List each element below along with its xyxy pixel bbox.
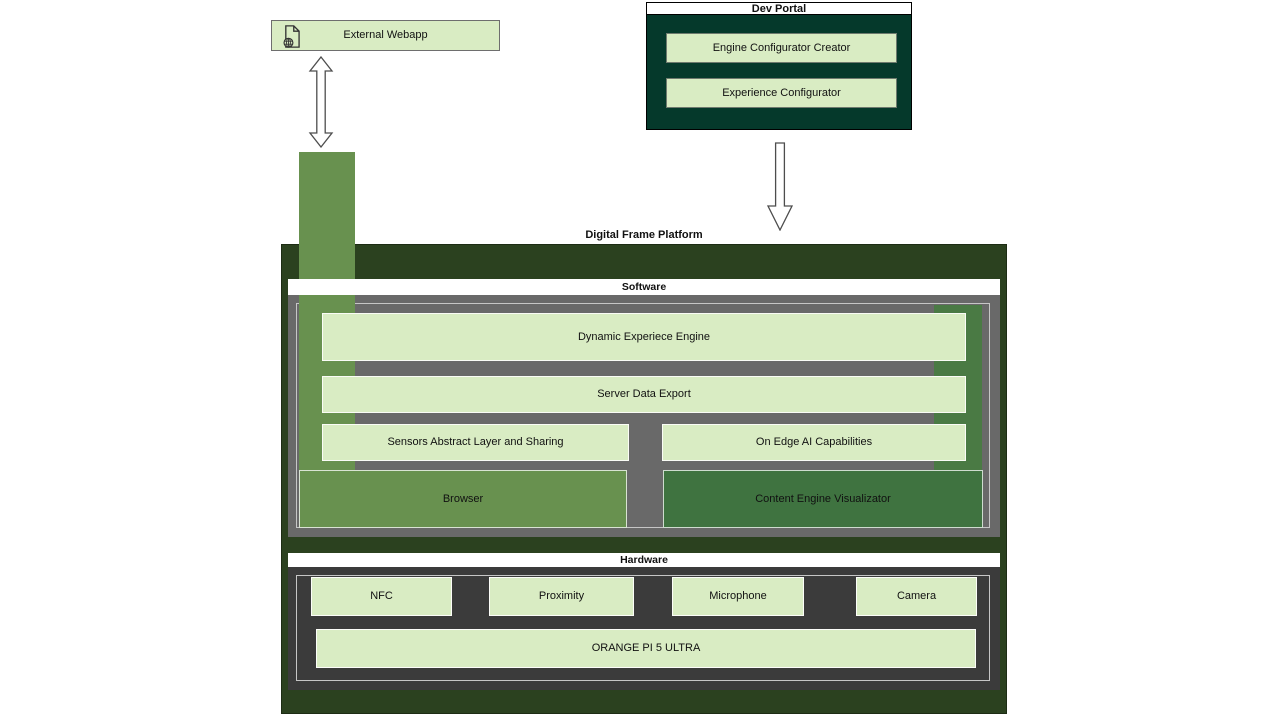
engine-configurator-creator-label: Engine Configurator Creator xyxy=(712,41,851,54)
engine-configurator-creator-node: Engine Configurator Creator xyxy=(666,33,897,63)
experience-configurator-node: Experience Configurator xyxy=(666,78,897,108)
down-arrow-icon xyxy=(767,142,793,231)
hardware-section-title: Hardware xyxy=(620,554,668,566)
external-webapp-label: External Webapp xyxy=(343,29,428,42)
orange-pi-board-node: ORANGE PI 5 ULTRA xyxy=(316,629,976,668)
experience-configurator-label: Experience Configurator xyxy=(722,86,841,99)
software-section-title: Software xyxy=(621,281,667,293)
dev-portal-node: Dev Portal Engine Configurator Creator E… xyxy=(646,2,912,130)
platform-title: Digital Frame Platform xyxy=(585,229,703,241)
bidirectional-vertical-arrow-icon xyxy=(308,56,334,148)
nfc-label: NFC xyxy=(370,590,393,603)
browser-node: Browser xyxy=(299,470,627,528)
hardware-section-header: Hardware xyxy=(288,553,1000,567)
sensors-abstract-layer-label: Sensors Abstract Layer and Sharing xyxy=(387,436,564,449)
server-data-export-label: Server Data Export xyxy=(597,388,691,401)
nfc-node: NFC xyxy=(311,577,452,616)
content-engine-visualizator-label: Content Engine Visualizator xyxy=(755,492,891,505)
camera-node: Camera xyxy=(856,577,977,616)
dev-portal-body: Engine Configurator Creator Experience C… xyxy=(646,15,912,130)
proximity-label: Proximity xyxy=(538,590,585,603)
on-edge-ai-capabilities-node: On Edge AI Capabilities xyxy=(662,424,966,461)
proximity-node: Proximity xyxy=(489,577,634,616)
on-edge-ai-capabilities-label: On Edge AI Capabilities xyxy=(755,436,873,449)
microphone-label: Microphone xyxy=(709,590,767,603)
orange-pi-board-label: ORANGE PI 5 ULTRA xyxy=(591,642,701,655)
dynamic-experience-engine-node: Dynamic Experiece Engine xyxy=(322,313,966,361)
dev-portal-title: Dev Portal xyxy=(751,2,807,15)
software-section-header: Software xyxy=(288,279,1000,295)
external-webapp-node: External Webapp xyxy=(271,20,500,51)
webapp-file-globe-icon xyxy=(281,25,303,48)
camera-label: Camera xyxy=(896,590,937,603)
dynamic-experience-engine-label: Dynamic Experiece Engine xyxy=(577,330,711,343)
content-engine-visualizator-node: Content Engine Visualizator xyxy=(663,470,983,528)
server-data-export-node: Server Data Export xyxy=(322,376,966,413)
browser-label: Browser xyxy=(442,492,484,505)
microphone-node: Microphone xyxy=(672,577,804,616)
sensors-abstract-layer-node: Sensors Abstract Layer and Sharing xyxy=(322,424,629,461)
dev-portal-header: Dev Portal xyxy=(646,2,912,15)
